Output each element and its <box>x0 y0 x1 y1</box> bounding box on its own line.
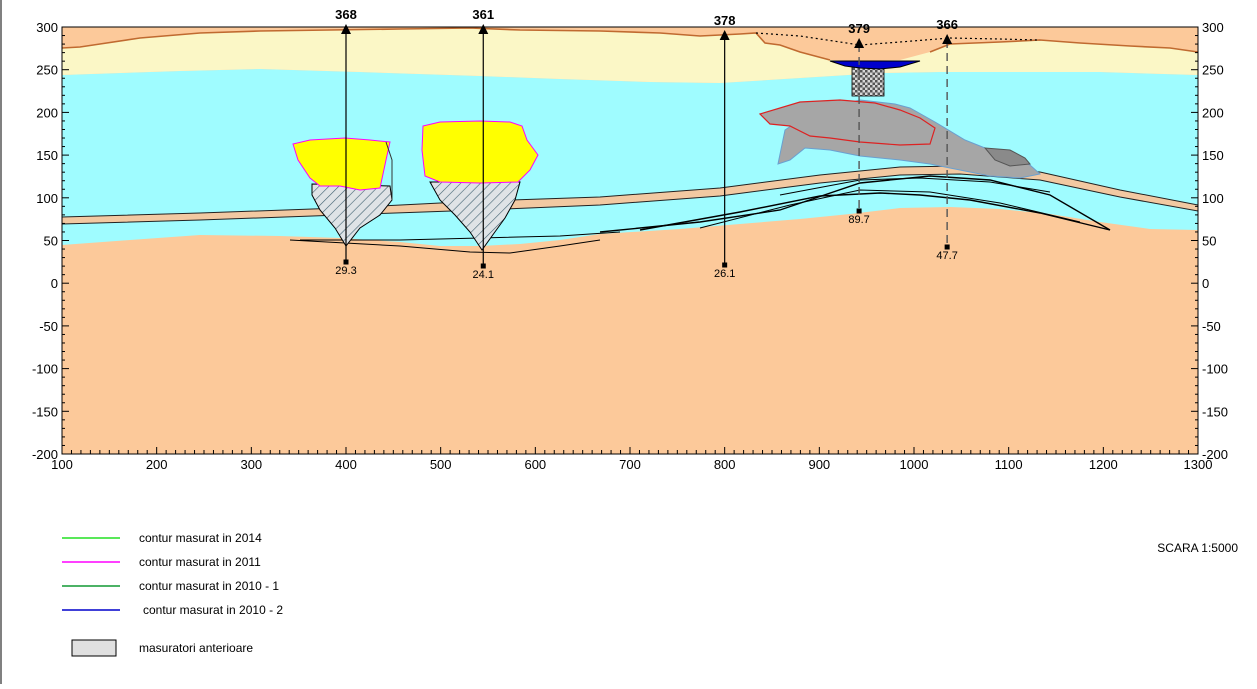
borehole-id: 378 <box>714 13 736 28</box>
ground-surface-line <box>62 27 1198 61</box>
cavity-hatched-361 <box>429 181 521 251</box>
y-tick-label-right: 0 <box>1202 276 1209 291</box>
borehole-379: 379 89.7 <box>848 21 870 226</box>
legend-item: contur masurat in 2010 - 2 <box>62 603 283 617</box>
borehole-id: 379 <box>848 21 870 36</box>
cavity-outline-368 <box>385 141 393 200</box>
fold-line <box>699 189 1081 229</box>
y-tick-label-left: -150 <box>32 404 58 419</box>
borehole-bottom-marker <box>722 262 728 268</box>
y-tick-label-left: 150 <box>36 148 58 163</box>
x-tick-label: 300 <box>240 457 262 472</box>
borehole-bottom-marker <box>856 208 862 214</box>
borehole-depth: 89.7 <box>848 214 869 226</box>
borehole-361: 361 24.1 <box>472 7 494 281</box>
fold-line <box>639 192 1111 231</box>
x-tick-label: 1100 <box>995 457 1023 472</box>
y-tick-label-right: 250 <box>1202 63 1224 78</box>
x-tick-label: 1300 <box>1184 457 1213 472</box>
x-tick-label: 700 <box>619 457 641 472</box>
legend-label: contur masurat in 2014 <box>139 531 262 545</box>
legend-label: masuratori anterioare <box>139 641 253 655</box>
borehole-marker-icon <box>719 30 730 40</box>
geology-layers <box>62 27 1198 454</box>
x-tick-label: 400 <box>335 457 357 472</box>
legend-swatch-box <box>71 639 117 657</box>
surface-pond <box>829 60 921 70</box>
cavity-hatched-368 <box>311 183 393 247</box>
borehole-id: 366 <box>936 17 958 32</box>
y-tick-label-left: -200 <box>32 447 58 462</box>
x-tick-label: 100 <box>51 457 73 472</box>
y-tick-label-right: -100 <box>1202 362 1228 377</box>
cavity-fill-368 <box>292 137 391 191</box>
borehole-id: 368 <box>335 7 357 22</box>
x-tick-label: 1200 <box>1089 457 1118 472</box>
legend-label: contur masurat in 2010 - 2 <box>143 603 283 617</box>
y-tick-label-left: 300 <box>36 20 58 35</box>
borehole-368: 368 29.3 <box>335 7 357 277</box>
y-tick-label-left: 100 <box>36 191 58 206</box>
x-tick-label: 600 <box>524 457 546 472</box>
borehole-depth: 24.1 <box>473 269 494 281</box>
y-tick-label-left: 0 <box>51 276 58 291</box>
borehole-bottom-marker <box>480 263 486 269</box>
x-tick-label: 500 <box>430 457 452 472</box>
borehole-depth: 47.7 <box>936 250 957 262</box>
gray-body-inner <box>758 99 936 146</box>
y-tick-label-right: 300 <box>1202 20 1224 35</box>
legend-item: contur masurat in 2014 <box>62 531 262 545</box>
legend-label: contur masurat in 2011 <box>139 555 261 569</box>
legend: contur masurat in 2014 contur masurat in … <box>62 531 283 657</box>
x-tick-label: 800 <box>714 457 736 472</box>
borehole-marker-icon <box>478 24 489 34</box>
y-tick-label-right: -150 <box>1202 404 1228 419</box>
projected-surface-dotted <box>755 32 1041 46</box>
cavity-fill-361 <box>421 120 539 184</box>
x-tick-label: 900 <box>808 457 830 472</box>
borehole-marker-icon <box>341 24 351 34</box>
legend-item: contur masurat in 2011 <box>62 555 261 569</box>
gray-body-lobe <box>983 147 1031 167</box>
y-tick-label-right: 200 <box>1202 105 1224 120</box>
borehole-366: 366 47.7 <box>936 17 958 262</box>
y-tick-label-left: 250 <box>36 63 58 78</box>
contact-line <box>289 239 601 254</box>
y-tick-label-left: -100 <box>32 362 58 377</box>
y-tick-label-left: 200 <box>36 105 58 120</box>
borehole-bottom-marker <box>343 259 349 265</box>
legend-item: contur masurat in 2010 - 1 <box>62 579 279 593</box>
legend-label: contur masurat in 2010 - 1 <box>139 579 279 593</box>
y-tick-label-right: -200 <box>1202 447 1228 462</box>
fold-line <box>779 177 1051 196</box>
y-tick-label-right: 100 <box>1202 191 1224 206</box>
borehole-id: 361 <box>472 7 494 22</box>
borehole-378: 378 26.1 <box>714 13 736 280</box>
y-tick-label-right: -50 <box>1202 319 1221 334</box>
x-tick-label: 200 <box>146 457 168 472</box>
y-tick-label-right: 150 <box>1202 148 1224 163</box>
borehole-bottom-marker <box>944 244 950 250</box>
legend-item: masuratori anterioare <box>71 639 253 657</box>
y-tick-label-right: 50 <box>1202 234 1216 249</box>
borehole-depth: 26.1 <box>714 268 735 280</box>
fold-line <box>599 175 1111 233</box>
scale-label: SCARA 1:5000 <box>1157 541 1238 555</box>
boreholes: 368 29.3 361 24.1 378 26.1 379 89.7 366 47.7 <box>335 7 958 281</box>
borehole-marker-icon <box>942 34 953 44</box>
borehole-depth: 29.3 <box>335 265 356 277</box>
borehole-marker-icon <box>854 38 865 48</box>
y-tick-label-left: -50 <box>39 319 58 334</box>
x-tick-label: 1000 <box>900 457 929 472</box>
y-tick-label-left: 50 <box>44 234 58 249</box>
